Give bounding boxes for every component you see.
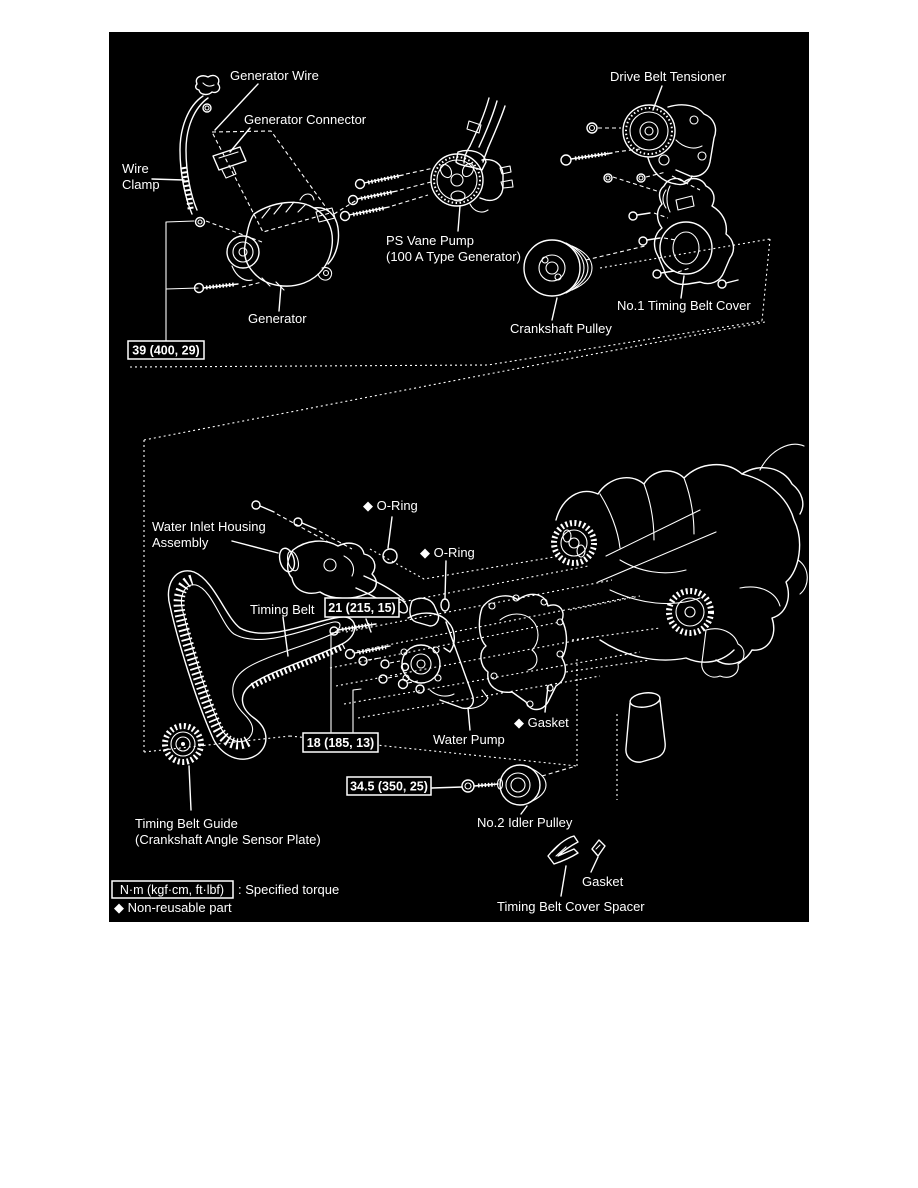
ps-vane-pump-art (430, 97, 514, 232)
legend-non-reusable: ◆ Non-reusable part (114, 900, 232, 915)
leader-generator-connector (229, 127, 251, 153)
label-wire-clamp-1: Wire (122, 161, 149, 176)
alignment-dashes-lower (143, 321, 766, 800)
label-timing-belt-guide-2: (Crankshaft Angle Sensor Plate) (135, 832, 321, 847)
label-wire-clamp-2: Clamp (122, 177, 160, 192)
label-timing-belt-cover-spacer: Timing Belt Cover Spacer (497, 899, 645, 914)
label-generator-wire: Generator Wire (230, 68, 319, 83)
engine-assembly-art (551, 443, 808, 763)
gasket-small-art (590, 839, 606, 873)
torque-box-water-pump: 18 (185, 13) (302, 732, 379, 753)
diagram-panel (109, 32, 809, 922)
label-drive-belt-tensioner: Drive Belt Tensioner (610, 69, 727, 84)
torque-box-water-inlet: 21 (215, 15) (324, 597, 400, 618)
svg-text:18 (185, 13): 18 (185, 13) (307, 736, 374, 750)
legend: N·m (kgf·cm, ft·lbf) : Specified torque … (111, 880, 339, 915)
legend-torque-unit: N·m (kgf·cm, ft·lbf) (120, 883, 224, 897)
label-timing-belt: Timing Belt (250, 602, 315, 617)
label-generator: Generator (248, 311, 307, 326)
label-ps-vane-pump-1: PS Vane Pump (386, 233, 474, 248)
label-water-pump: Water Pump (433, 732, 505, 747)
label-gasket-non-reusable: ◆ Gasket (514, 715, 569, 730)
crankshaft-pulley-art (523, 239, 646, 321)
leader-generator-wire (214, 83, 259, 131)
generator-wire-art (179, 74, 221, 215)
label-no1-timing-belt-cover: No.1 Timing Belt Cover (617, 298, 751, 313)
generator-bolts-art (165, 216, 263, 342)
drive-belt-tensioner-art (560, 85, 717, 191)
svg-text:21 (215, 15): 21 (215, 15) (328, 601, 395, 615)
water-pump-gasket-art (478, 593, 568, 713)
label-gasket: Gasket (582, 874, 624, 889)
label-ps-vane-pump-2: (100 A Type Generator) (386, 249, 521, 264)
label-water-inlet-1: Water Inlet Housing (152, 519, 266, 534)
legend-torque-box (111, 880, 234, 899)
timing-belt-guide-art (162, 723, 204, 811)
water-inlet-housing-art (231, 500, 409, 614)
label-o-ring-2: ◆ O-Ring (420, 545, 475, 560)
leader-wire-clamp (151, 178, 185, 181)
svg-text:34.5 (350, 25): 34.5 (350, 25) (350, 780, 428, 794)
no1-timing-belt-cover-art (603, 173, 739, 299)
water-pump-bolts-art (329, 622, 425, 733)
label-o-ring-1: ◆ O-Ring (363, 498, 418, 513)
label-no2-idler-pulley: No.2 Idler Pulley (477, 815, 573, 830)
torque-box-generator: 39 (400, 29) (127, 340, 205, 360)
label-water-inlet-2: Assembly (152, 535, 209, 550)
legend-torque-caption: : Specified torque (238, 882, 339, 897)
torque-box-idler-pulley: 34.5 (350, 25) (346, 776, 432, 796)
svg-text:39 (400, 29): 39 (400, 29) (132, 344, 199, 358)
timing-belt-cover-spacer-art (547, 835, 579, 897)
timing-belt-art (167, 570, 356, 760)
no2-idler-pulley-art (431, 764, 577, 815)
label-generator-connector: Generator Connector (244, 112, 367, 127)
generator-art (226, 193, 361, 312)
label-crankshaft-pulley: Crankshaft Pulley (510, 321, 612, 336)
o-ring-2-art (440, 560, 450, 612)
o-ring-1-art (382, 516, 398, 564)
ps-pump-bolts-art (339, 167, 435, 222)
alignment-dashes-top (129, 238, 771, 368)
label-timing-belt-guide-1: Timing Belt Guide (135, 816, 238, 831)
